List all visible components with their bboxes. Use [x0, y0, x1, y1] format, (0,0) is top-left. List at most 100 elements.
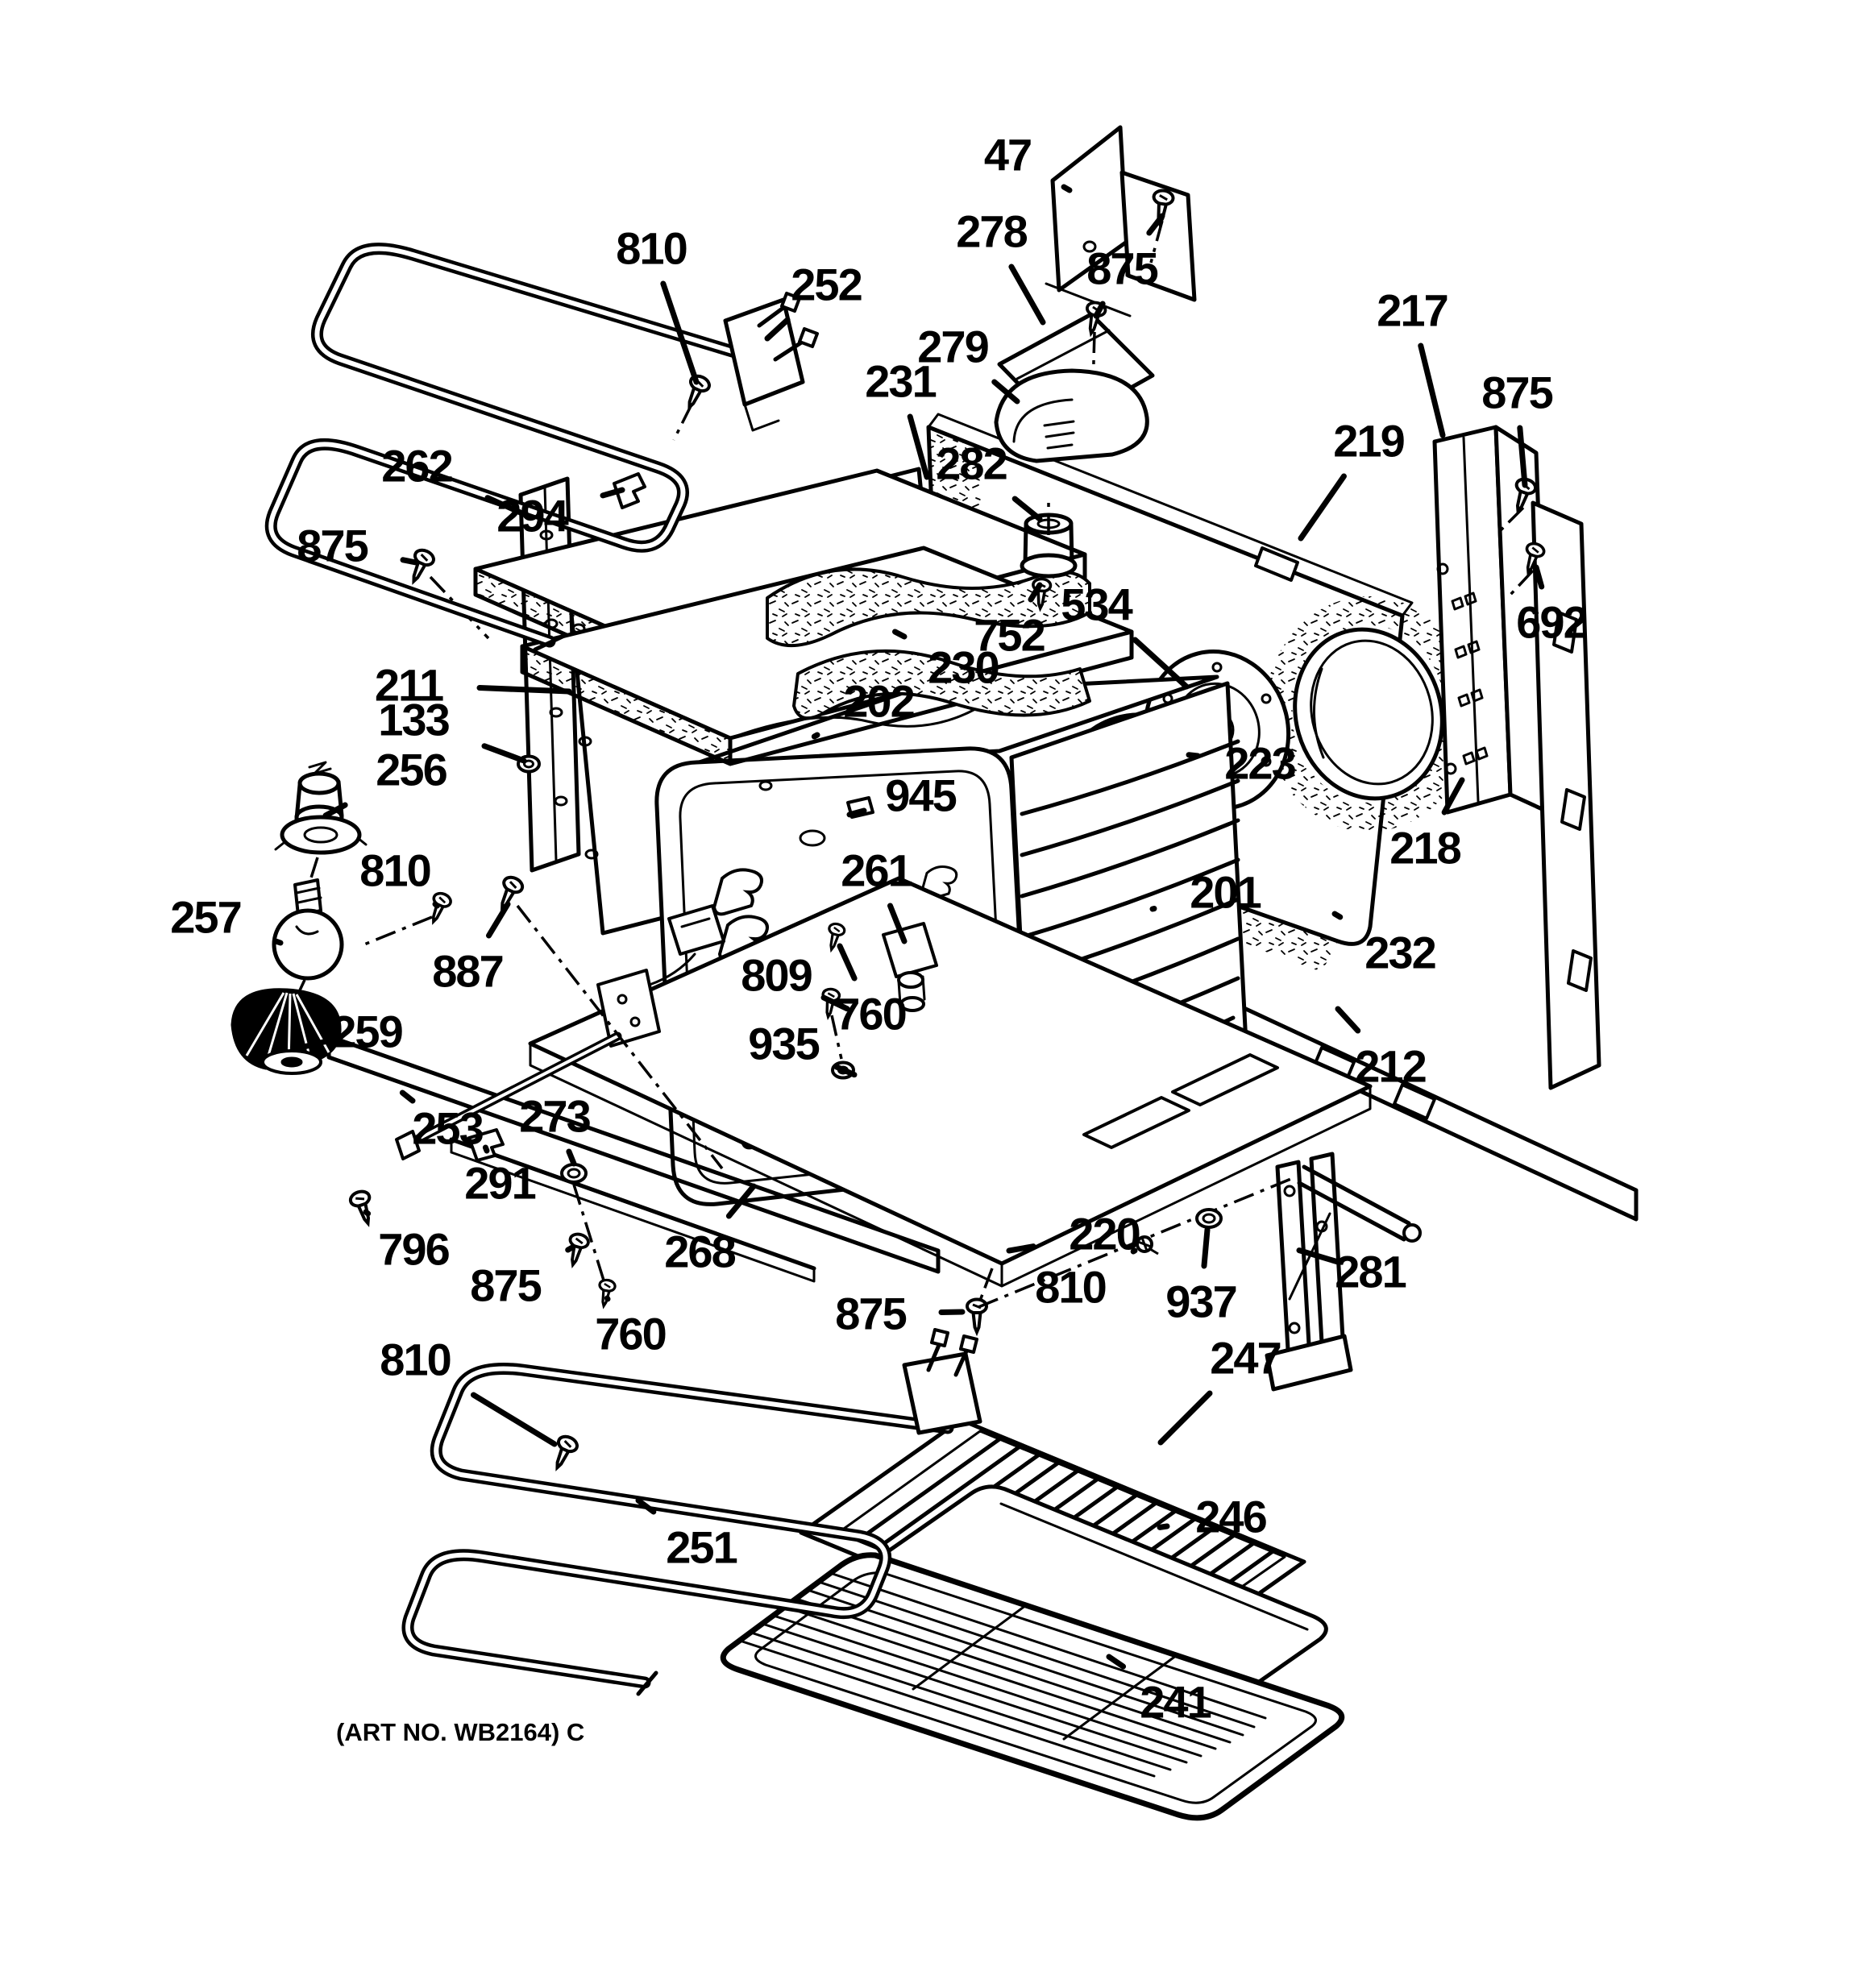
oven-rack-241	[720, 1552, 1345, 1821]
rack-wires	[738, 1571, 1267, 1778]
part-number-247: 247	[1210, 1333, 1280, 1384]
part-number-212: 212	[1355, 1041, 1425, 1092]
part-number-259: 259	[331, 1006, 402, 1057]
leader-line	[565, 1244, 575, 1253]
callout-202: 202	[811, 676, 916, 740]
leader-line	[1298, 473, 1347, 542]
callout-810: 810	[1035, 1247, 1138, 1313]
grommet-273	[560, 1163, 588, 1184]
callout-230: 230	[891, 629, 1000, 693]
leader-line	[1533, 564, 1545, 590]
leader-line	[482, 1144, 490, 1154]
washer-937	[1195, 1208, 1223, 1229]
front-trim-rail-268	[326, 1034, 941, 1283]
part-number-232: 232	[1364, 928, 1435, 978]
part-number-223: 223	[1224, 738, 1295, 789]
callout-247: 247	[1157, 1333, 1282, 1446]
callout-262: 262	[381, 441, 527, 517]
callout-220: 220	[1006, 1209, 1141, 1260]
leader-line	[764, 317, 791, 342]
part-number-935: 935	[748, 1019, 819, 1069]
callout-875: 875	[1086, 213, 1165, 319]
leader-line	[566, 1148, 577, 1167]
leader-line	[1157, 1523, 1170, 1530]
leader-line	[481, 743, 527, 764]
callout-752: 752	[974, 582, 1046, 661]
screw-icon	[347, 1187, 379, 1228]
leader-line	[820, 994, 850, 1012]
lamp-socket-256	[274, 761, 368, 855]
leader-line	[399, 1089, 416, 1104]
leader-line	[273, 938, 284, 946]
part-number-692: 692	[1516, 597, 1586, 648]
callout-261: 261	[841, 845, 914, 944]
leader-line	[846, 807, 867, 818]
callout-278: 278	[956, 206, 1046, 326]
leader-line	[400, 557, 419, 566]
part-number-252: 252	[791, 259, 861, 310]
part-number-262: 262	[381, 441, 451, 492]
part-number-253: 253	[412, 1103, 483, 1154]
leader-line	[1132, 637, 1190, 690]
lower-bake-element	[401, 1328, 982, 1696]
leader-line	[837, 943, 858, 982]
part-number-810: 810	[1035, 1262, 1105, 1313]
lamp-shade-259	[231, 988, 342, 1075]
push-pin-810	[1136, 1235, 1160, 1255]
callout-937: 937	[1165, 1226, 1238, 1327]
callout-809: 809	[741, 950, 850, 1012]
callout-223: 223	[1186, 738, 1298, 789]
leader-line	[887, 903, 908, 944]
callout-291: 291	[464, 1144, 538, 1209]
callout-133: 133	[378, 695, 527, 764]
callout-256: 256	[322, 745, 449, 819]
callout-231: 231	[865, 356, 938, 480]
part-number-251: 251	[666, 1522, 737, 1573]
leader-line	[1093, 301, 1106, 319]
part-number-810: 810	[616, 223, 686, 274]
callout-279: 279	[917, 322, 1020, 405]
leader-line	[891, 629, 908, 640]
callout-534: 534	[1061, 579, 1190, 690]
fan-hole	[1293, 627, 1444, 801]
leader-line	[660, 280, 700, 385]
part-number-282: 282	[936, 438, 1006, 489]
part-number-231: 231	[865, 356, 936, 407]
callout-760: 760	[835, 943, 908, 1040]
element-bracket	[902, 1351, 982, 1435]
part-number-246: 246	[1195, 1492, 1266, 1542]
leader-line	[1106, 1654, 1127, 1670]
callout-47: 47	[984, 130, 1073, 193]
element-bracket	[723, 297, 805, 407]
callout-251: 251	[635, 1497, 739, 1573]
leader-line	[363, 1209, 372, 1217]
leader-line	[486, 901, 511, 939]
part-number-268: 268	[664, 1226, 735, 1277]
part-number-945: 945	[885, 770, 956, 821]
part-number-218: 218	[1389, 823, 1460, 874]
leader-line	[484, 495, 527, 517]
part-number-875: 875	[297, 521, 368, 571]
callout-935: 935	[748, 1019, 858, 1078]
callout-241: 241	[1106, 1654, 1213, 1728]
leader-line	[322, 802, 348, 819]
callout-875: 875	[835, 1289, 966, 1339]
callout-810: 810	[359, 845, 440, 909]
part-number-760: 760	[595, 1309, 665, 1359]
callout-217: 217	[1377, 285, 1449, 438]
screw-icon	[424, 889, 455, 927]
part-number-220: 220	[1069, 1209, 1139, 1260]
part-number-752: 752	[974, 610, 1044, 661]
part-number-810: 810	[359, 845, 430, 896]
leader-line	[476, 685, 572, 695]
art-number-footer: (ART NO. WB2164) C	[336, 1718, 584, 1746]
leader-line	[604, 1295, 611, 1302]
leader-line	[1008, 264, 1046, 326]
oven-lamp-257	[272, 878, 344, 981]
leader-line	[293, 1036, 337, 1052]
part-number-294: 294	[496, 491, 568, 542]
leader-line	[600, 487, 625, 499]
